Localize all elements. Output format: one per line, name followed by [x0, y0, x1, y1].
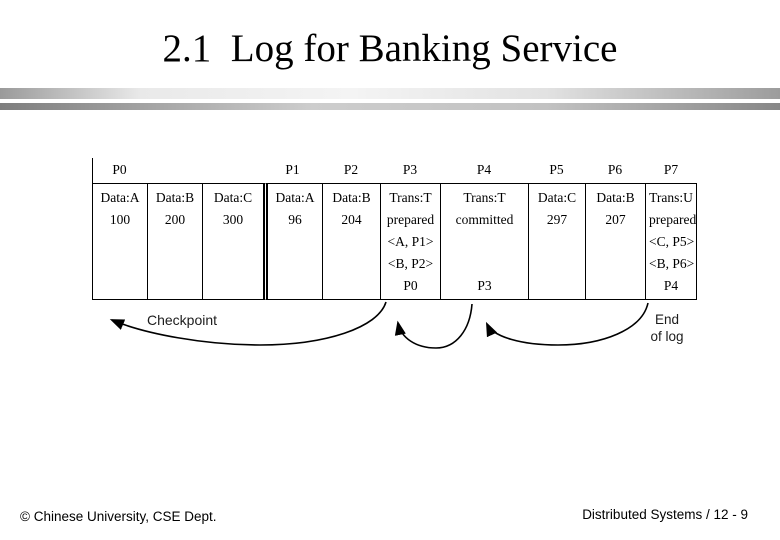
title-divider-top — [0, 88, 780, 99]
process-label — [147, 159, 202, 183]
log-record-line — [268, 231, 322, 253]
process-label: P3 — [402, 162, 418, 177]
pointer-arrow-end-to-p4 — [485, 302, 649, 346]
log-column: P6 Data:B 207 — [585, 159, 645, 300]
log-record-line: prepared — [649, 212, 697, 227]
log-record-line — [93, 253, 147, 275]
process-label: P0 — [112, 162, 127, 177]
log-record-line: Trans:T — [463, 190, 506, 205]
log-record-cell: Data:B 200 — [147, 183, 202, 300]
log-record-line: 207 — [605, 212, 626, 227]
pointer-arrows — [109, 301, 649, 349]
copyright-text: © Chinese University, CSE Dept. — [20, 509, 217, 524]
log-record-line: Data:C — [213, 190, 253, 205]
process-label: P5 — [549, 162, 564, 177]
log-record-line: <B, P6> — [649, 256, 695, 271]
log-record-cell: Data:A 96 — [263, 183, 322, 300]
log-record-line: Data:A — [100, 190, 140, 205]
log-record-cell: Data:B 207 — [585, 183, 645, 300]
log-record-line: P3 — [477, 278, 492, 293]
log-record-line — [93, 275, 147, 297]
log-record-line: <C, P5> — [649, 234, 695, 249]
pointer-arrow-p4-to-p3 — [394, 303, 473, 349]
log-column: P4 Trans:T committed P3 — [440, 159, 528, 300]
log-column: P1 Data:A 96 — [263, 159, 322, 300]
log-record-cell: Trans:U prepared <C, P5> <B, P6> P4 — [645, 183, 697, 300]
log-left-edge-extension — [92, 158, 93, 184]
log-record-line — [148, 253, 202, 275]
log-record-line — [203, 275, 263, 297]
log-record-line — [268, 275, 322, 297]
log-record-line — [148, 275, 202, 297]
log-record-line — [268, 253, 322, 275]
log-record-cell: Data:C 300 — [202, 183, 263, 300]
log-record-line — [323, 275, 380, 297]
log-record-line — [441, 231, 528, 253]
log-record-line: P4 — [663, 278, 679, 293]
log-record-line: 300 — [222, 212, 244, 227]
log-record-line: <B, P2> — [387, 256, 434, 271]
log-record-line: Trans:U — [649, 190, 693, 205]
title-divider-bottom — [0, 103, 780, 110]
log-table: P0 Data:A 100 Data:B 200 Data:C 300 P1 Data… — [92, 159, 697, 300]
log-record-line: 96 — [288, 212, 302, 227]
log-record-line: Data:B — [596, 190, 635, 205]
log-record-line: 200 — [164, 212, 186, 227]
log-record-line: 204 — [341, 212, 362, 227]
slide-title: 2.1 Log for Banking Service — [162, 27, 618, 70]
process-label: P6 — [607, 162, 623, 177]
checkpoint-label: Checkpoint — [147, 312, 218, 328]
log-column: P5 Data:C 297 — [528, 159, 585, 300]
log-column: P0 Data:A 100 — [92, 159, 147, 300]
log-record-line — [203, 231, 263, 253]
log-column: Data:C 300 — [202, 159, 263, 300]
log-record-cell: Trans:T prepared <A, P1> <B, P2> P0 — [380, 183, 440, 300]
log-record-line: Data:A — [275, 190, 315, 205]
log-record-line — [148, 231, 202, 253]
log-record-line: 100 — [109, 212, 131, 227]
log-column: Data:B 200 — [147, 159, 202, 300]
process-label — [202, 159, 263, 183]
end-of-log-line2: of log — [650, 329, 684, 344]
log-record-line: committed — [455, 212, 514, 227]
checkpoint-arrow — [109, 301, 387, 346]
process-label: P7 — [663, 162, 679, 177]
log-record-cell: Trans:T committed P3 — [440, 183, 528, 300]
log-record-line — [586, 253, 645, 275]
log-record-line: Data:C — [537, 190, 577, 205]
log-column: P3 Trans:T prepared <A, P1> <B, P2> P0 — [380, 159, 440, 300]
log-record-line — [586, 275, 645, 297]
log-record-line — [323, 253, 380, 275]
log-record-line: prepared — [386, 212, 435, 227]
log-record-line — [529, 231, 585, 253]
process-label: P2 — [343, 162, 359, 177]
log-record-line — [586, 231, 645, 253]
end-of-log-line1: End — [654, 312, 680, 327]
log-record-cell: Data:B 204 — [322, 183, 380, 300]
log-record-line: Trans:T — [389, 190, 432, 205]
log-record-line: Data:B — [155, 190, 195, 205]
process-label: P4 — [476, 162, 492, 177]
log-record-line — [529, 275, 585, 297]
log-record-line — [203, 253, 263, 275]
log-record-line: P0 — [403, 278, 418, 293]
log-record-line: 297 — [546, 212, 568, 227]
log-column: P2 Data:B 204 — [322, 159, 380, 300]
log-record-line — [93, 231, 147, 253]
end-of-log-label: End of log — [642, 311, 692, 345]
log-record-line — [529, 253, 585, 275]
log-record-cell: Data:A 100 — [92, 183, 147, 300]
log-record-line — [441, 253, 528, 275]
log-record-line: <A, P1> — [387, 234, 434, 249]
log-column: P7 Trans:U prepared <C, P5> <B, P6> P4 — [645, 159, 697, 300]
slide-number: Distributed Systems / 12 - 9 — [582, 507, 748, 522]
process-label: P1 — [285, 162, 300, 177]
log-record-cell: Data:C 297 — [528, 183, 585, 300]
log-record-line — [323, 231, 380, 253]
log-record-line: Data:B — [332, 190, 371, 205]
